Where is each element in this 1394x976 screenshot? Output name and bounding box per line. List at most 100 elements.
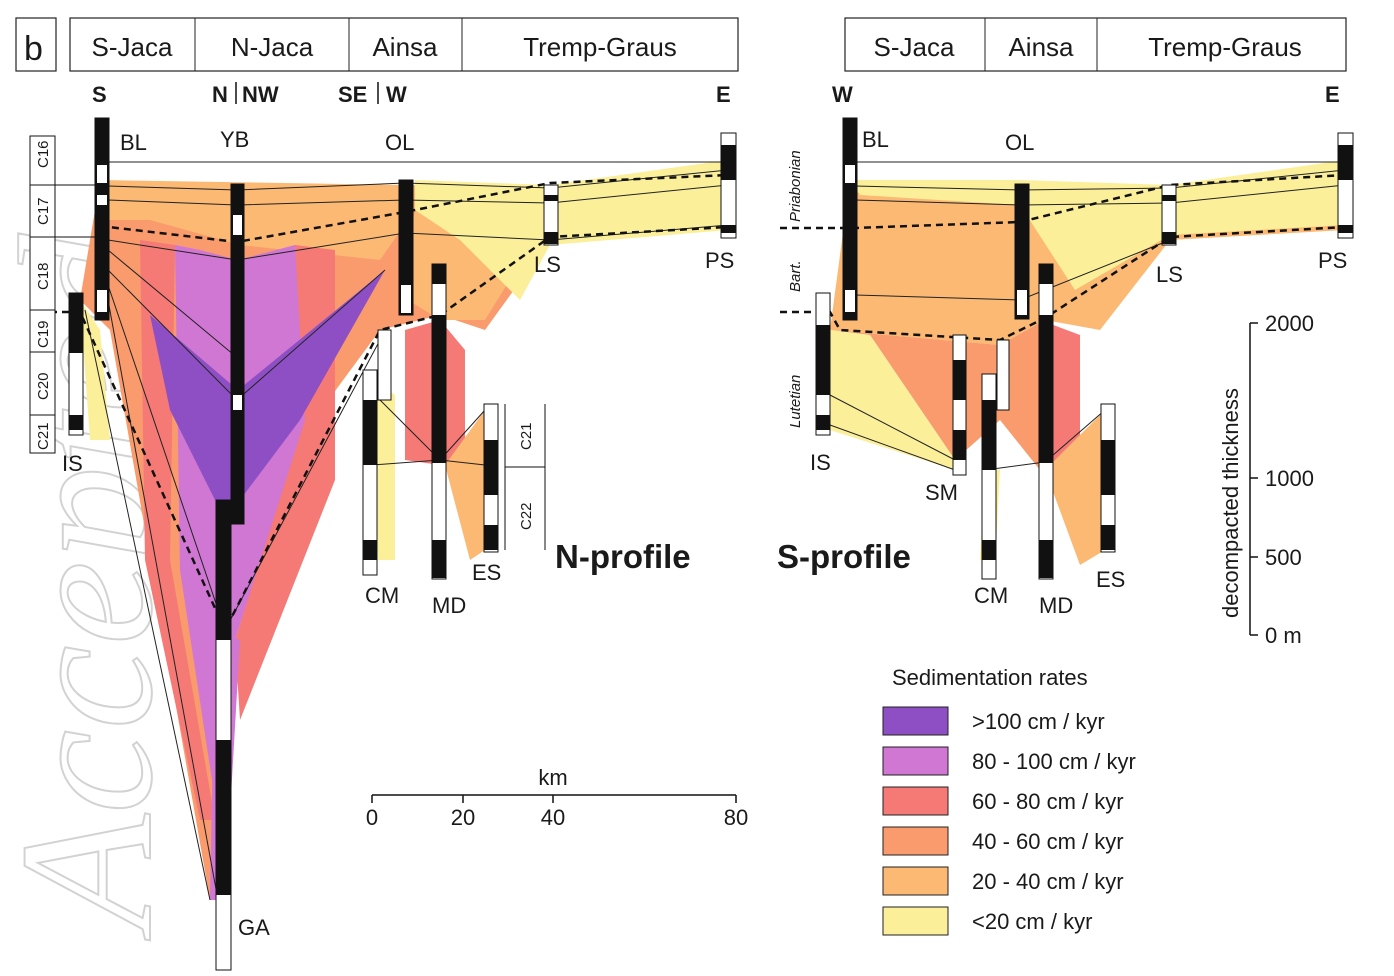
thickness-label: decompacted thickness [1218, 388, 1243, 618]
s-section-bl: BL [862, 127, 889, 152]
s-profile-columns [815, 117, 1354, 580]
n-region-ainsa: Ainsa [372, 32, 438, 62]
s-section-ol: OL [1005, 130, 1034, 155]
km-scale: km 0 20 40 80 [366, 765, 748, 830]
n-wedge-red-left [140, 240, 215, 820]
n-dir-s: S [92, 82, 107, 107]
legend-items: >100 cm / kyr 80 - 100 cm / kyr 60 - 80 cm… [882, 706, 1136, 936]
n-dir-se: SE [338, 82, 367, 107]
s-profile-title: S-profile [777, 538, 911, 575]
s-section-sm: SM [925, 480, 958, 505]
stage-priabonian: Priabonian [787, 150, 804, 222]
s-section-cm: CM [974, 583, 1008, 608]
legend-label-0: >100 cm / kyr [972, 709, 1105, 734]
thick-tick-0: 0 m [1265, 623, 1302, 648]
s-column-ol [1014, 183, 1030, 320]
stage-bartonian: Bart. [787, 260, 804, 292]
es-chron-c21: C21 [518, 422, 535, 450]
column-is [68, 292, 84, 436]
stage-lutetian: Lutetian [787, 375, 804, 428]
legend: Sedimentation rates >100 cm / kyr 80 - 10… [882, 665, 1136, 936]
chron-c17: C17 [35, 197, 52, 225]
legend-label-2: 60 - 80 cm / kyr [972, 789, 1124, 814]
column-md [431, 263, 447, 580]
n-wedge-tan [100, 180, 415, 260]
s-wedge-es [1045, 410, 1105, 565]
n-dir-e: E [716, 82, 731, 107]
km-tick-40: 40 [541, 805, 565, 830]
legend-swatch-2 [882, 786, 949, 816]
column-ps [720, 132, 737, 239]
n-region-tremp-graus: Tremp-Graus [523, 32, 677, 62]
s-section-ls: LS [1156, 262, 1183, 287]
column-yb [230, 183, 245, 525]
s-column-cm [981, 339, 1010, 580]
legend-swatch-1 [882, 746, 949, 776]
n-section-bl: BL [120, 130, 147, 155]
es-chron-c22: C22 [518, 502, 535, 530]
chron-c16: C16 [35, 140, 52, 168]
km-tick-0: 0 [366, 805, 378, 830]
s-region-s-jaca: S-Jaca [874, 32, 955, 62]
s-column-bl [842, 117, 858, 321]
column-es [483, 403, 499, 553]
s-region-tremp-graus: Tremp-Graus [1148, 32, 1302, 62]
n-wedge-yellow-left [80, 300, 110, 440]
column-ga [215, 499, 232, 971]
n-section-cm: CM [365, 583, 399, 608]
n-section-md: MD [432, 593, 466, 618]
s-profile-fills [830, 160, 1345, 565]
n-wedge-purple [150, 270, 385, 500]
s-column-is [815, 292, 831, 436]
n-section-yb: YB [220, 127, 249, 152]
n-section-ol: OL [385, 130, 414, 155]
s-region-ainsa: Ainsa [1008, 32, 1074, 62]
n-chron-labels: C16 C17 C18 C19 C20 C21 [35, 140, 52, 450]
s-wedge-yellow-top [850, 160, 1345, 290]
legend-label-1: 80 - 100 cm / kyr [972, 749, 1136, 774]
thick-tick-2000: 2000 [1265, 311, 1314, 336]
legend-swatch-0 [882, 706, 949, 736]
chron-c20: C20 [35, 372, 52, 400]
s-section-ps: PS [1318, 248, 1347, 273]
n-region-n-jaca: N-Jaca [231, 32, 314, 62]
n-dir-nw: NW [242, 82, 279, 107]
thick-tick-500: 500 [1265, 545, 1302, 570]
legend-title: Sedimentation rates [892, 665, 1088, 690]
s-dir-e: E [1325, 82, 1340, 107]
s-section-is: IS [810, 450, 831, 475]
legend-label-5: <20 cm / kyr [972, 909, 1092, 934]
n-header [15, 17, 739, 72]
n-section-is: IS [62, 451, 83, 476]
n-section-es: ES [472, 560, 501, 585]
n-section-ls: LS [534, 252, 561, 277]
thickness-scale: 2000 1000 500 0 m decompacted thickness [1218, 311, 1314, 648]
es-chron-scale [504, 404, 546, 550]
legend-swatch-5 [882, 906, 949, 936]
s-section-md: MD [1039, 593, 1073, 618]
km-tick-20: 20 [451, 805, 475, 830]
column-bl [94, 117, 110, 321]
s-column-es [1100, 403, 1116, 553]
n-chron-column [29, 135, 100, 454]
n-profile-columns [68, 117, 737, 971]
chron-c19: C19 [35, 320, 52, 348]
km-unit: km [538, 765, 567, 790]
column-cm [362, 329, 392, 576]
n-section-ps: PS [705, 248, 734, 273]
legend-label-4: 20 - 40 cm / kyr [972, 869, 1124, 894]
s-column-ls [1161, 184, 1177, 246]
legend-swatch-3 [882, 826, 949, 856]
n-wedge-es [445, 410, 485, 560]
s-wedge-yellow-low [830, 330, 955, 470]
n-dir-n: N [212, 82, 228, 107]
s-dir-w: W [832, 82, 853, 107]
legend-label-3: 40 - 60 cm / kyr [972, 829, 1124, 854]
thick-tick-1000: 1000 [1265, 466, 1314, 491]
n-profile: C16 C17 C18 C19 C20 C21 C21 C22 b S-Jaca… [15, 17, 739, 971]
s-profile: S-Jaca Ainsa Tremp-Graus W E BL OL LS PS… [777, 17, 1354, 618]
s-section-es: ES [1096, 567, 1125, 592]
n-profile-title: N-profile [555, 538, 691, 575]
s-column-md [1038, 263, 1054, 580]
